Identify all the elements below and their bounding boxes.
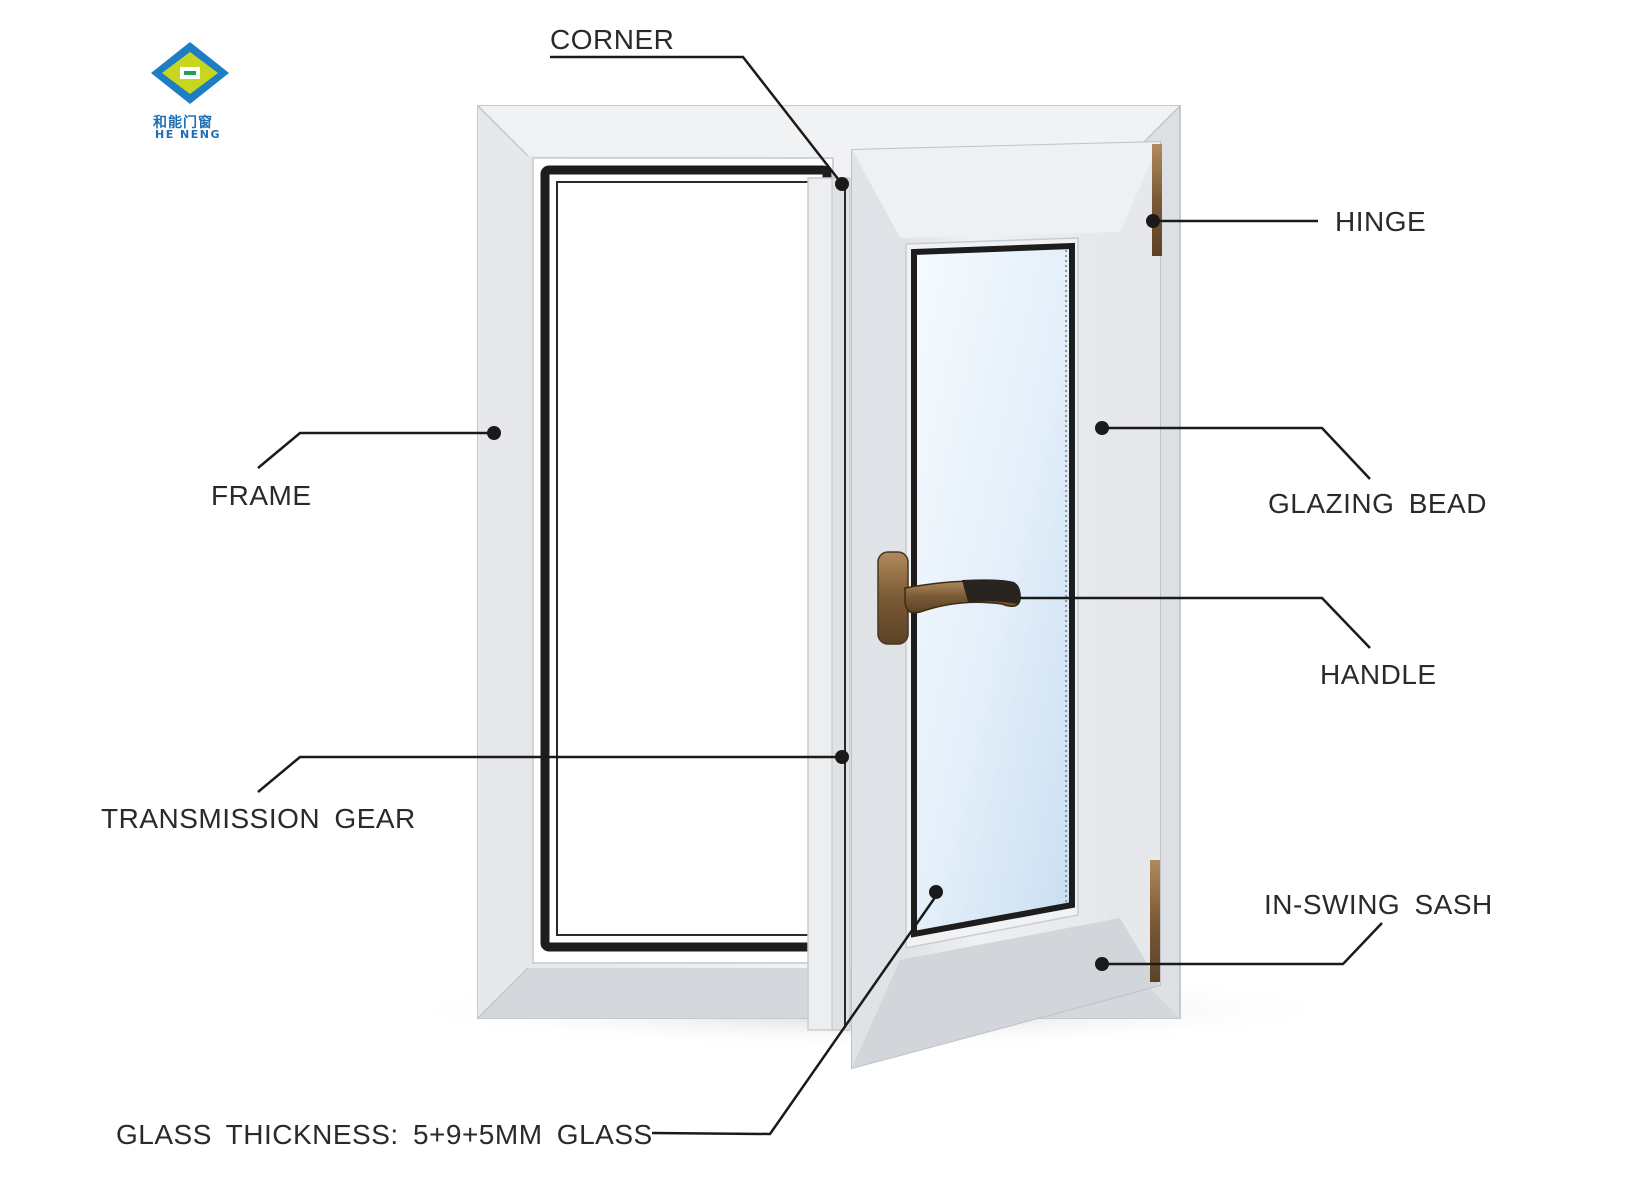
label-handle: HANDLE	[1320, 659, 1437, 690]
leader-transmission-gear	[257, 755, 842, 793]
leader-glazing-bead	[1102, 426, 1371, 480]
leader-dots	[487, 177, 1160, 971]
label-in-swing-sash: IN-SWING SASH	[1264, 889, 1493, 920]
bottom-hinge	[1150, 860, 1160, 982]
leader-glass	[651, 895, 938, 1136]
label-hinge: HINGE	[1335, 206, 1427, 237]
label-glass-thickness: GLASS THICKNESS: 5+9+5MM GLASS	[116, 1119, 653, 1150]
he-neng-logo	[151, 42, 229, 104]
handle	[877, 551, 1021, 645]
top-hinge	[1152, 144, 1162, 256]
leader-corner	[550, 55, 843, 185]
leader-frame	[257, 431, 494, 469]
label-transmission-gear: TRANSMISSION GEAR	[101, 803, 416, 834]
logo-english-text: HE NENG	[155, 128, 222, 141]
label-glazing-bead: GLAZING BEAD	[1268, 488, 1487, 519]
leader-handle	[1020, 596, 1371, 649]
label-corner: CORNER	[550, 24, 675, 55]
label-frame: FRAME	[211, 480, 312, 511]
leader-in-swing-sash	[1102, 922, 1383, 966]
logo-chinese-text: 和能门窗	[153, 115, 213, 131]
leader-lines	[257, 55, 1383, 1136]
